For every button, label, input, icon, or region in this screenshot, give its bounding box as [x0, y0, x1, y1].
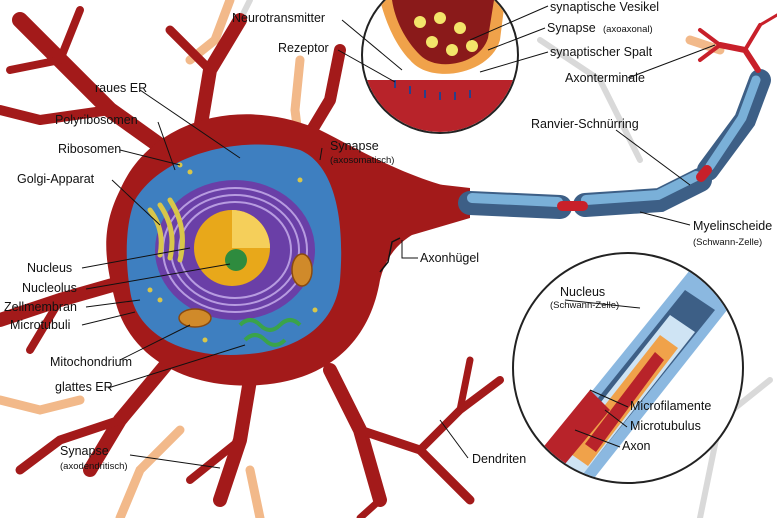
- label-nucleolus: Nucleolus: [22, 281, 77, 295]
- label-golgi: Golgi-Apparat: [17, 172, 95, 186]
- myelinated-axon: [458, 69, 771, 219]
- label-ranvier: Ranvier-Schnürring: [531, 117, 639, 131]
- golgi: [147, 197, 185, 263]
- axon-terminal: [698, 13, 777, 73]
- leader-lines: [81, 5, 716, 469]
- label-nucleus: Nucleus: [27, 261, 72, 275]
- label-synaptischer-spalt: synaptischer Spalt: [550, 45, 653, 59]
- label-axon: Axon: [622, 439, 651, 453]
- label-raues-er: raues ER: [95, 81, 147, 95]
- labels: Neurotransmitter Rezeptor synaptische Ve…: [4, 0, 772, 472]
- label-rezeptor: Rezeptor: [278, 41, 329, 55]
- label-synaptische-vesikel: synaptische Vesikel: [550, 0, 659, 14]
- smooth-er: [238, 318, 302, 347]
- label-myelinscheide-sub: (Schwann-Zelle): [693, 237, 762, 248]
- label-ribosomen: Ribosomen: [58, 142, 121, 156]
- label-dendriten: Dendriten: [472, 452, 526, 466]
- label-synapse-axodendritisch-sub: (axodendritisch): [60, 461, 128, 472]
- axonhuegel-bracket: [379, 237, 401, 273]
- nucleus-cutaway: [232, 210, 270, 248]
- label-polyribosomen: Polyribosomen: [55, 113, 138, 127]
- ribosomes: [147, 162, 318, 343]
- label-zellmembran: Zellmembran: [4, 300, 77, 314]
- label-mitochondrium: Mitochondrium: [50, 355, 132, 369]
- label-microtubulus: Microtubulus: [630, 419, 701, 433]
- label-glattes-er: glattes ER: [55, 380, 113, 394]
- label-synapse-axosomatisch-sub: (axosomatisch): [330, 155, 394, 166]
- label-axonhuegel: Axonhügel: [420, 251, 479, 265]
- label-myelinscheide: Myelinscheide: [693, 219, 772, 233]
- label-microtubuli: Microtubuli: [10, 318, 70, 332]
- mitochondria: [178, 253, 313, 328]
- label-neurotransmitter: Neurotransmitter: [232, 11, 325, 25]
- label-synapse-axoaxonal: Synapse: [547, 21, 596, 35]
- myelin-inset: [512, 252, 744, 484]
- axon-hillock: [395, 180, 470, 240]
- label-synapse-axoaxonal-sub: (axoaxonal): [603, 24, 653, 35]
- label-microfilamente: Microfilamente: [630, 399, 711, 413]
- label-synapse-axodendritisch: Synapse: [60, 444, 109, 458]
- label-nucleus-schwann-sub: (Schwann-Zelle): [550, 300, 619, 311]
- nucleolus: [225, 249, 247, 271]
- label-synapse-axosomatisch: Synapse: [330, 139, 379, 153]
- label-nucleus-schwann: Nucleus: [560, 285, 605, 299]
- label-axonterminale: Axonterminale: [565, 71, 645, 85]
- synapse-inset: [361, 0, 519, 134]
- orange-dendrites: [0, 0, 725, 523]
- dendrites: [0, 6, 504, 522]
